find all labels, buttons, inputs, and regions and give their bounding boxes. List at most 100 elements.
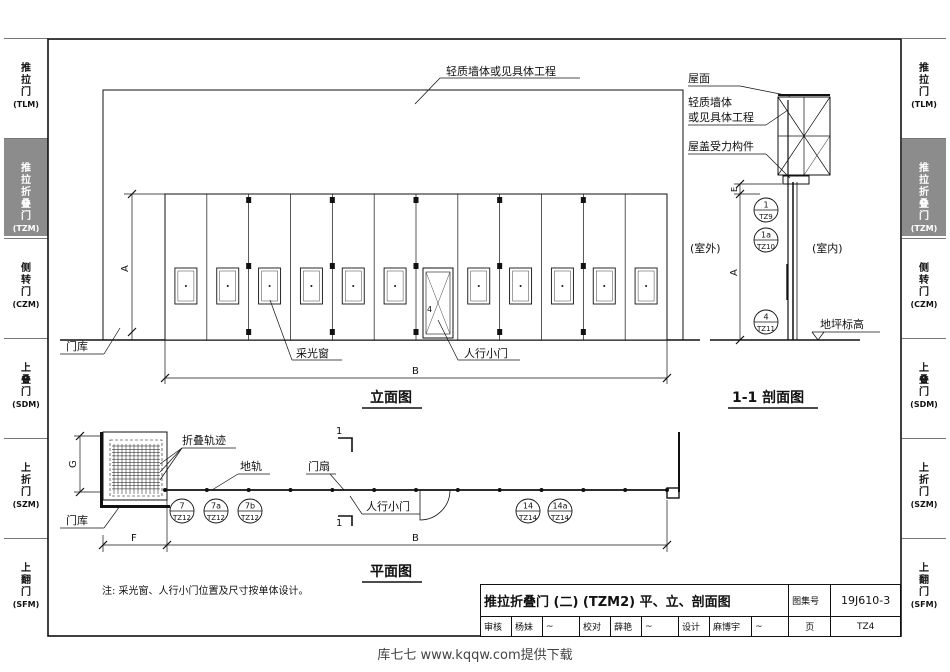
hinge (413, 329, 419, 335)
tab-sdm[interactable]: 上叠门 (SDM) (902, 338, 946, 436)
rail-node (372, 488, 377, 492)
tb-cell: 审核 (480, 616, 512, 637)
callout-sheet: TZ12 (206, 514, 225, 522)
tab-code: (SFM) (12, 600, 40, 609)
fold-track-label: 折叠轨迹 (182, 433, 226, 447)
door-panels (206, 194, 626, 340)
title-block: 推拉折叠门 (二) (TZM2) 平、立、剖面图 图集号 19J610-3 审核… (479, 584, 901, 637)
tab-code: (SDM) (910, 400, 938, 409)
tab-sfm[interactable]: 上翻门 (SFM) (4, 538, 48, 636)
callout-sheet: TZ12 (172, 514, 191, 522)
window-glass-mark (352, 285, 355, 287)
callout-sheet: TZ11 (756, 325, 775, 333)
callout-number: 7 (179, 502, 184, 511)
door-label: 人行小门 (464, 346, 508, 360)
tab-code: (TZM) (910, 224, 938, 233)
tab-tzm[interactable]: 推拉折叠门 (TZM) (4, 138, 48, 236)
hinge (580, 329, 586, 335)
tab-tzm[interactable]: 推拉折叠门(TZM) (902, 138, 946, 236)
elevation-title: 立面图 (370, 389, 412, 406)
rail-node (163, 488, 167, 492)
rail-node (330, 488, 335, 492)
tab-sdm[interactable]: 上叠门(SDM) (4, 338, 48, 436)
outside-label: (室外) (690, 241, 721, 255)
window-glass-mark (561, 285, 564, 287)
rail-node (455, 488, 460, 492)
tab-tlm[interactable]: 推拉门(TLM) (4, 38, 48, 136)
wall-note: 轻质墙体或见具体工程 (446, 64, 556, 78)
pedestrian-door (422, 267, 454, 339)
elevation-view: 4 轻质墙体或见具体工程 A B 门库 采光窗 人行小门 立面图 (60, 64, 700, 409)
hinge (246, 263, 252, 269)
tab-czm[interactable]: 侧转门(CZM) (902, 238, 946, 336)
skylight-window (592, 267, 616, 305)
tab-czm[interactable]: 侧转门 (CZM) (4, 238, 48, 336)
tab-label: 推拉门 (21, 63, 31, 98)
rail-node (497, 488, 502, 492)
door-leaf-label: 门扇 (308, 459, 330, 473)
pedestrian-door-inner (425, 271, 451, 335)
page-label: 页 (788, 616, 832, 637)
atlas-label: 图集号 (788, 584, 832, 617)
plan-view: 1 1 折叠轨迹 地轨 门扇 人行小门 门库 7TZ127aTZ127bTZ12… (60, 426, 680, 583)
roof-member-label: 屋盖受力构件 (688, 139, 754, 153)
fold-hatch (112, 444, 160, 494)
section-dim-e: E (730, 187, 739, 192)
callout-number: 14 (523, 502, 533, 511)
tb-cell: 薛艳 (610, 616, 642, 637)
tab-label: 上叠门 (919, 363, 929, 398)
design-note: 注: 采光窗、人行小门位置及尺寸按单体设计。 (102, 584, 309, 597)
tab-code: (CZM) (12, 300, 40, 309)
signature: ~ (641, 616, 679, 637)
plan-door-label: 人行小门 (366, 499, 410, 513)
sheet-frame (47, 38, 902, 637)
skylight-window (174, 267, 198, 305)
rail-node (539, 488, 544, 492)
window-glass-mark (268, 285, 271, 287)
tab-label: 侧转门 (21, 263, 31, 298)
tab-sfm[interactable]: 上翻门 (SFM) (902, 538, 946, 636)
tab-szm[interactable]: 上折门(SZM) (902, 438, 946, 536)
skylight-window (509, 267, 533, 305)
tab-label: 上叠门 (21, 363, 31, 398)
window-glass-mark (645, 285, 648, 287)
callout-sheet: TZ14 (518, 514, 538, 522)
plan-dim-b-label: B (412, 533, 419, 544)
tab-tlm[interactable]: 推拉门(TLM) (902, 38, 946, 136)
tab-code: (SFM) (910, 600, 938, 609)
skylight-window (550, 267, 574, 305)
signature: ~ (542, 616, 580, 637)
callout-number: 7a (211, 502, 221, 511)
skylight-window (299, 267, 323, 305)
tb-cell: 杨妹 (511, 616, 543, 637)
tab-label: 上翻门 (21, 563, 31, 598)
tab-szm[interactable]: 上折门(SZM) (4, 438, 48, 536)
title-block-title: 推拉折叠门 (二) (TZM2) 平、立、剖面图 (479, 584, 790, 617)
skylight-window (634, 267, 658, 305)
floor-level-label: 地坪标高 (820, 317, 864, 331)
window-glass-mark (184, 285, 187, 287)
callout-number: 1a (761, 231, 771, 240)
hinge (329, 263, 335, 269)
page-number: TZ4 (830, 616, 901, 637)
tab-code: (TZM) (12, 224, 40, 233)
hinge (497, 263, 503, 269)
rail-node (623, 488, 628, 492)
window-glass-mark (226, 285, 229, 287)
tab-label: 侧转门 (919, 263, 929, 298)
tab-label: 上折门 (919, 463, 929, 498)
section-dim-a: A (729, 269, 740, 276)
hinge (329, 329, 335, 335)
tab-label: 上翻门 (919, 563, 929, 598)
tab-label: 推拉折叠门 (21, 163, 31, 222)
window-glass-mark (477, 285, 480, 287)
tb-cell: 校对 (579, 616, 611, 637)
